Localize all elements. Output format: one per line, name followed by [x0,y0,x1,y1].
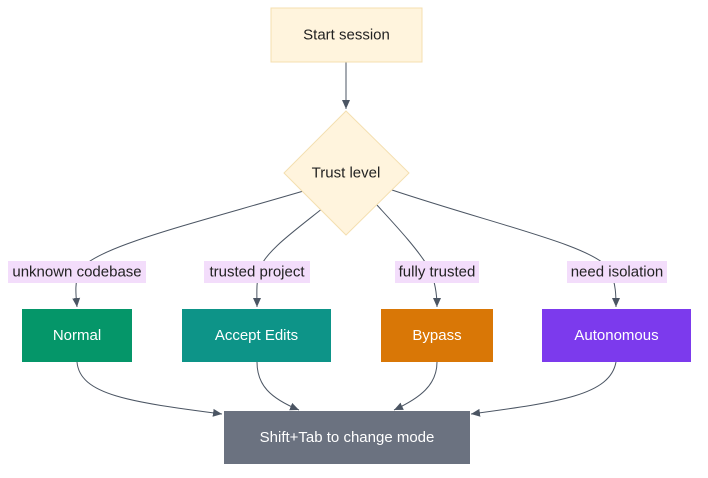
node-autonomous: Autonomous [542,309,691,362]
node-shape [270,7,423,63]
edge-label-trusted-project: trusted project [204,261,310,283]
node-label: Normal [53,327,101,344]
node-normal: Normal [22,309,132,362]
node-shape [182,309,331,362]
edge-label-text: unknown codebase [12,264,141,281]
node-label: Shift+Tab to change mode [260,429,435,446]
node-shape [224,411,470,464]
node-bypass: Bypass [381,309,493,362]
node-accept-edits: Accept Edits [182,309,331,362]
node-label: Bypass [412,327,461,344]
node-shift-tab: Shift+Tab to change mode [224,411,470,464]
edge-trust-to-autonomous [391,189,620,308]
edge-label-bg [204,261,310,283]
edge-autonomous-to-shift-tab [470,361,617,417]
edge-trust-to-bypass [375,203,441,308]
node-shape [22,309,132,362]
edge-label-text: need isolation [571,264,664,281]
edge-bypass-to-shift-tab [393,361,438,411]
edge-trust-to-accept-edits [252,199,334,308]
edge-label-bg [8,261,146,283]
edge-label-need-isolation: need isolation [567,261,667,283]
node-label: Trust level [312,165,381,182]
decision-diamond [283,110,410,236]
edge-accept-edits-to-shift-tab [256,361,300,411]
edge-label-text: fully trusted [399,264,476,281]
node-start-session: Start session [270,7,423,63]
edge-label-text: trusted project [209,264,305,281]
edges [72,62,620,417]
edge-label-bg [567,261,667,283]
node-shape [542,309,691,362]
node-trust-level: Trust level [283,110,410,236]
node-label: Autonomous [574,327,658,344]
edge-trust-to-normal [72,186,318,308]
node-shape [381,309,493,362]
edge-normal-to-shift-tab [76,361,223,417]
edge-label-bg [395,261,479,283]
node-label: Accept Edits [215,327,298,344]
edge-label-fully-trusted: fully trusted [395,261,479,283]
node-label: Start session [303,27,390,44]
edge-label-unknown-codebase: unknown codebase [8,261,146,283]
